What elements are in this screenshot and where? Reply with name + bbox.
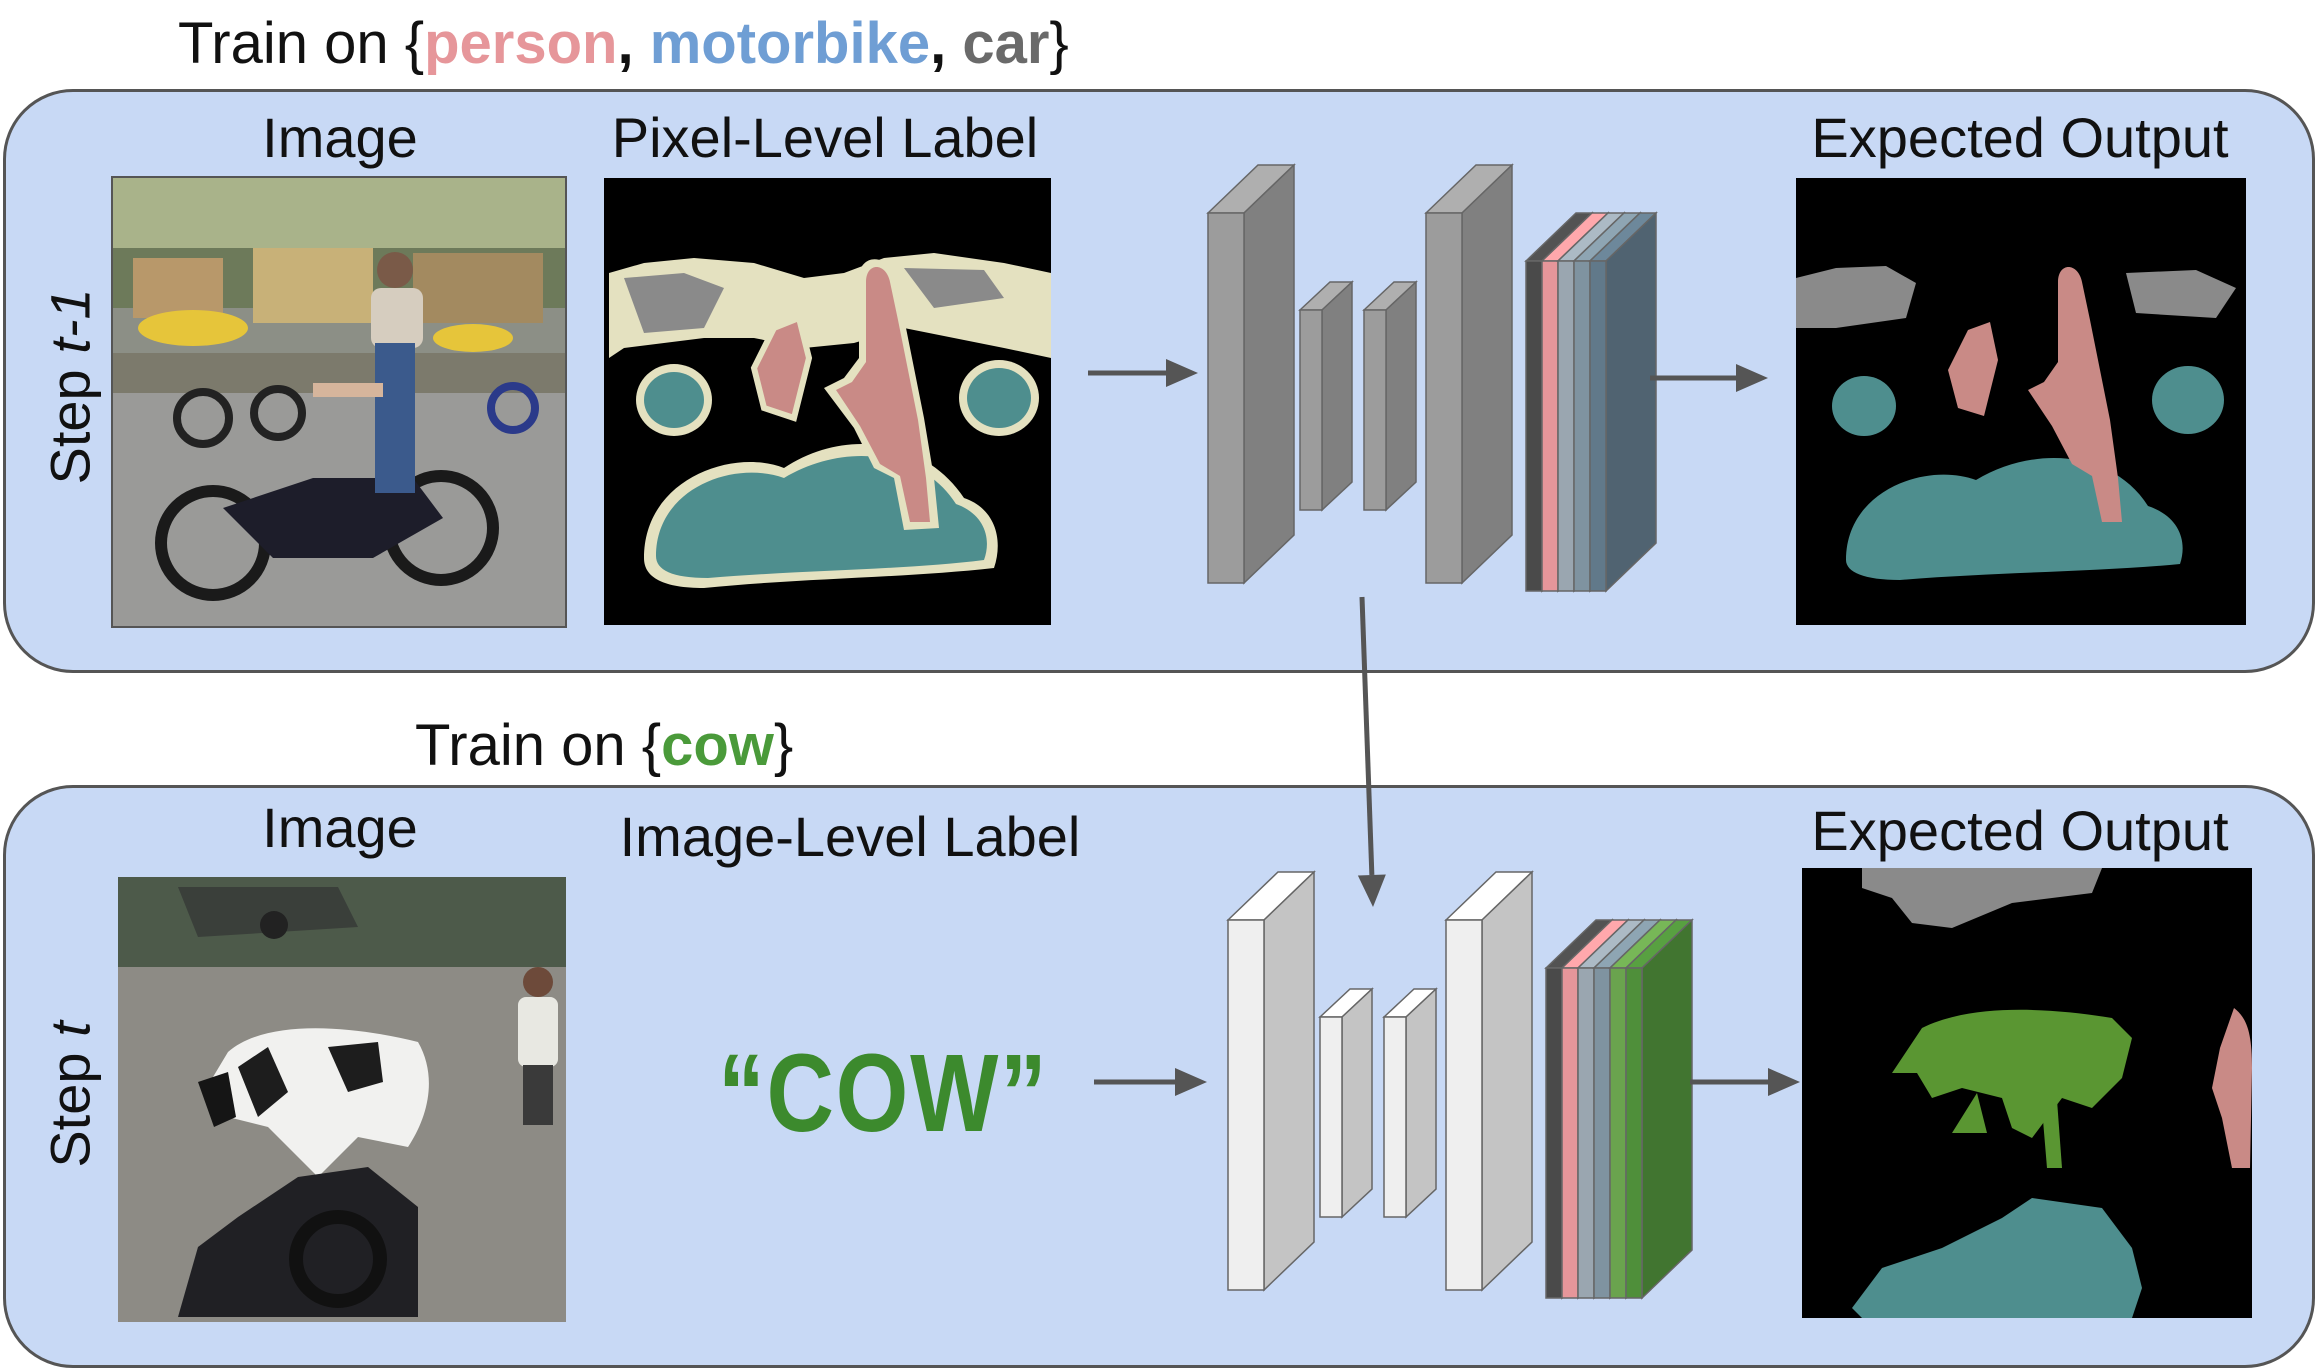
pixel-level-label-title: Pixel-Level Label bbox=[611, 106, 1039, 169]
top-expected-output-label: Expected Output bbox=[1811, 106, 2229, 169]
top-headline: Train on {person, motorbike, car} bbox=[178, 10, 1069, 77]
bottom-expected-output-label: Expected Output bbox=[1811, 799, 2229, 862]
class-cow: cow bbox=[661, 713, 774, 778]
bottom-headline-suffix: } bbox=[773, 713, 794, 778]
sep-2: , bbox=[930, 11, 963, 76]
class-person: person bbox=[424, 11, 618, 76]
image-level-label-title: Image-Level Label bbox=[619, 805, 1081, 868]
top-headline-suffix: } bbox=[1049, 11, 1069, 76]
top-input-photo bbox=[111, 176, 567, 628]
sep-1: , bbox=[617, 11, 650, 76]
step-label-top: Step t-1 bbox=[38, 288, 102, 485]
bottom-headline: Train on {cow} bbox=[415, 712, 793, 779]
bottom-input-photo bbox=[118, 877, 566, 1322]
step-label-bottom: Step t bbox=[38, 1021, 102, 1168]
image-level-label-word: “COW” bbox=[718, 1032, 1049, 1155]
class-car: car bbox=[962, 11, 1050, 76]
bottom-image-label: Image bbox=[262, 796, 418, 859]
bottom-expected-output-mask bbox=[1802, 868, 2252, 1318]
top-image-label: Image bbox=[262, 106, 418, 169]
class-motorbike: motorbike bbox=[649, 11, 931, 76]
pixel-level-label-mask bbox=[604, 178, 1051, 625]
bottom-headline-prefix: Train on { bbox=[415, 713, 662, 778]
top-expected-output-mask bbox=[1796, 178, 2246, 625]
top-headline-prefix: Train on { bbox=[178, 11, 425, 76]
